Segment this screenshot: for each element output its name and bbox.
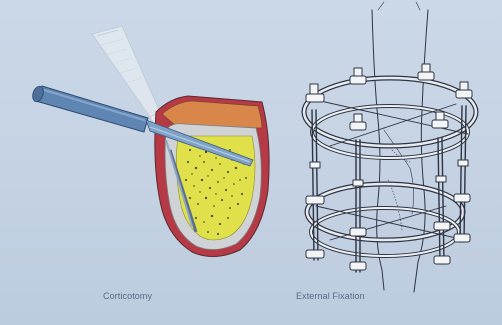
caption-corticotomy: Corticotomy — [103, 291, 152, 301]
caption-external-fixation: External Fixation — [296, 291, 365, 301]
